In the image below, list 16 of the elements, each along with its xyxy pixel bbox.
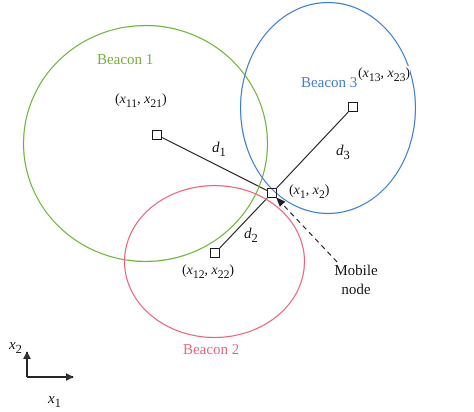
node-label: Mobile node	[324, 262, 388, 302]
coverage-circle	[23, 25, 268, 262]
node-square	[210, 248, 220, 258]
beacon-label: Beacon 2	[183, 342, 240, 358]
axis-label: x$_{2}$	[9, 337, 22, 357]
connector-line	[276, 112, 349, 188]
node-square	[267, 188, 277, 198]
arrow	[276, 197, 338, 262]
coverage-circle	[240, 2, 416, 214]
node-square	[348, 102, 358, 112]
node-square	[152, 130, 162, 140]
axis-label: x$_{1}$	[48, 391, 61, 411]
connector-line	[162, 136, 268, 192]
beacon-label: Beacon 1	[97, 52, 154, 68]
connector-line	[219, 198, 268, 248]
beacon-label: Beacon 3	[301, 75, 358, 92]
